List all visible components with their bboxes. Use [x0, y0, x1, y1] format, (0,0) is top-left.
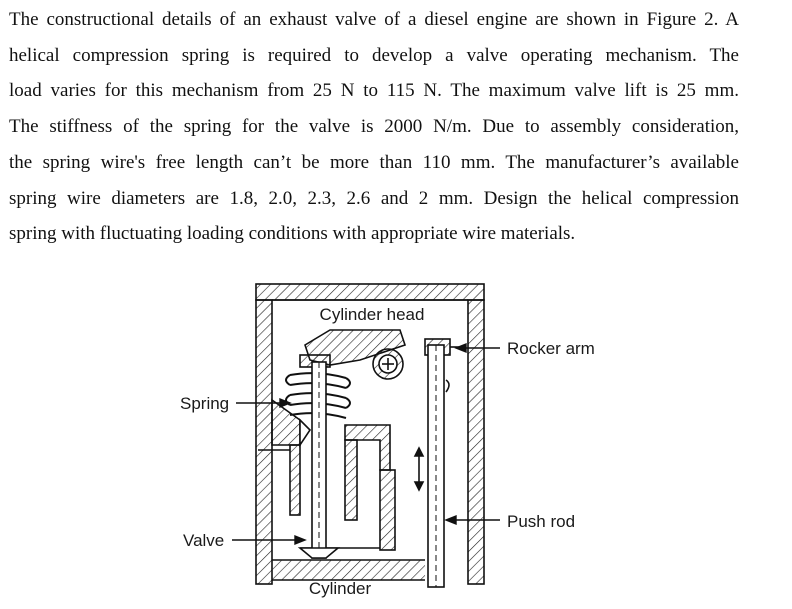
problem-line-4: The stiffness of the spring for the valv…: [9, 116, 739, 138]
problem-line-6: spring wire diameters are 1.8, 2.0, 2.3,…: [9, 187, 739, 209]
valve: [297, 361, 341, 559]
engine-housing: [255, 283, 485, 585]
problem-line-3: load varies for this mechanism from 25 N…: [9, 80, 739, 102]
label-valve: Valve: [183, 531, 224, 550]
problem-line-5: the spring wire's free length can’t be m…: [9, 151, 739, 173]
label-spring: Spring: [180, 394, 229, 413]
push-rod: [427, 344, 450, 588]
label-push-rod: Push rod: [507, 512, 575, 531]
cylinder-head-block: [258, 329, 425, 581]
lift-arrow: [413, 446, 425, 492]
problem-statement: The constructional details of an exhaust…: [9, 2, 739, 252]
problem-line-1: The constructional details of an exhaust…: [9, 9, 739, 30]
label-cylinder-head: Cylinder head: [320, 305, 425, 324]
label-cylinder: Cylinder: [309, 579, 372, 598]
problem-line-7: spring with fluctuating loading conditio…: [9, 223, 576, 245]
leader-lines: [232, 342, 500, 546]
rocker-pivot: [372, 348, 404, 380]
problem-line-2: helical compression spring is required t…: [9, 44, 739, 66]
label-rocker-arm: Rocker arm: [507, 339, 595, 358]
